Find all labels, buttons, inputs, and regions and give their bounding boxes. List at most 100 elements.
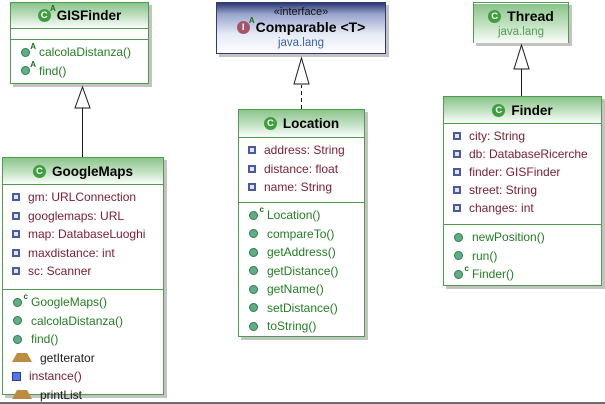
class-icon: C bbox=[488, 9, 502, 23]
property-row[interactable]: getIterator bbox=[3, 349, 163, 368]
method-label: Location() bbox=[267, 208, 321, 223]
methods-compartment: A calcolaDistanza() A find() bbox=[11, 39, 148, 82]
method-icon bbox=[453, 232, 464, 243]
method-row[interactable]: newPosition() bbox=[444, 228, 601, 247]
method-row[interactable]: c Location() bbox=[239, 205, 364, 225]
field-icon bbox=[248, 164, 256, 173]
method-label: Finder() bbox=[472, 267, 515, 282]
method-row[interactable]: c GoogleMaps() bbox=[3, 292, 163, 312]
field-label: sc: Scanner bbox=[28, 264, 92, 279]
field-icon bbox=[12, 211, 20, 220]
extends-arrow-googlemaps-gisfinder[interactable] bbox=[74, 85, 91, 157]
method-label: getAddress() bbox=[267, 245, 336, 260]
method-icon bbox=[248, 265, 259, 276]
field-row[interactable]: name: String bbox=[239, 178, 364, 197]
class-icon: C bbox=[492, 103, 506, 117]
method-label: calcolaDistanza() bbox=[31, 313, 124, 328]
method-icon bbox=[12, 334, 23, 345]
field-label: name: String bbox=[264, 180, 333, 195]
method-label: toString() bbox=[267, 319, 317, 334]
class-box-googlemaps[interactable]: C GoogleMaps gm: URLConnection googlemap… bbox=[2, 157, 164, 402]
class-header[interactable]: C Finder bbox=[444, 97, 601, 123]
property-label: getIterator bbox=[40, 350, 95, 365]
field-row[interactable]: maxdistance: int bbox=[3, 244, 163, 263]
field-row[interactable]: googlemaps: URL bbox=[3, 207, 163, 226]
field-label: street: String bbox=[469, 183, 538, 197]
method-label: setDistance() bbox=[267, 300, 338, 315]
field-icon bbox=[248, 146, 256, 155]
method-label: compareTo() bbox=[267, 226, 335, 241]
implements-arrow-location-comparable[interactable] bbox=[293, 56, 310, 109]
field-row[interactable]: street: String bbox=[444, 181, 601, 199]
fields-compartment: city: String db: DatabaseRicerche finder… bbox=[444, 123, 601, 224]
abstract-method-icon: A bbox=[20, 61, 36, 76]
field-label: distance: float bbox=[264, 161, 339, 176]
field-row[interactable]: sc: Scanner bbox=[3, 262, 163, 281]
property-row[interactable]: printList bbox=[3, 386, 163, 404]
method-label: instance() bbox=[29, 369, 82, 384]
methods-compartment: c Location() compareTo() getAddress() ge… bbox=[239, 202, 364, 338]
package-label: java.lang bbox=[277, 37, 325, 49]
abstract-method-icon: A bbox=[20, 42, 36, 58]
method-row[interactable]: compareTo() bbox=[239, 225, 364, 244]
class-header[interactable]: C Thread java.lang bbox=[474, 4, 568, 43]
method-row[interactable]: getName() bbox=[239, 280, 364, 299]
class-header[interactable]: C GoogleMaps bbox=[3, 158, 163, 184]
class-box-thread[interactable]: C Thread java.lang bbox=[473, 2, 569, 43]
field-icon bbox=[12, 230, 20, 239]
diagram-bottom-edge bbox=[0, 402, 605, 404]
class-icon: C bbox=[263, 117, 277, 130]
extends-arrow-finder-thread[interactable] bbox=[513, 43, 530, 96]
field-label: db: DatabaseRicerche bbox=[469, 147, 588, 161]
method-row[interactable]: c Finder() bbox=[444, 264, 601, 284]
field-icon bbox=[248, 183, 256, 192]
fields-compartment: gm: URLConnection googlemaps: URL map: D… bbox=[3, 184, 163, 289]
class-title: Location bbox=[282, 116, 340, 131]
field-label: changes: int bbox=[469, 201, 534, 215]
field-row[interactable]: distance: float bbox=[239, 160, 364, 179]
class-title: Finder bbox=[511, 102, 553, 118]
field-row[interactable]: changes: int bbox=[444, 199, 601, 217]
field-row[interactable]: map: DatabaseLuoghi bbox=[3, 225, 163, 244]
field-row[interactable]: city: String bbox=[444, 127, 601, 145]
class-header[interactable]: C Location bbox=[239, 110, 364, 137]
field-icon bbox=[453, 204, 461, 212]
method-row[interactable]: calcolaDistanza() bbox=[3, 312, 163, 331]
fields-compartment: address: String distance: float name: St… bbox=[239, 137, 364, 202]
method-row[interactable]: getAddress() bbox=[239, 243, 364, 262]
class-box-location[interactable]: C Location address: String distance: flo… bbox=[238, 109, 365, 337]
property-triangle-icon bbox=[12, 353, 32, 363]
method-label: getDistance() bbox=[267, 263, 339, 278]
field-icon bbox=[453, 132, 461, 140]
method-icon bbox=[12, 315, 23, 326]
methods-compartment: newPosition() run() c Finder() bbox=[444, 224, 601, 286]
method-row[interactable]: find() bbox=[3, 330, 163, 349]
field-row[interactable]: finder: GISFinder bbox=[444, 163, 601, 181]
method-row[interactable]: A calcolaDistanza() bbox=[11, 42, 148, 62]
class-icon: C bbox=[32, 164, 46, 178]
field-label: maxdistance: int bbox=[28, 245, 115, 260]
method-row[interactable]: toString() bbox=[239, 317, 364, 336]
class-title: GoogleMaps bbox=[51, 163, 133, 179]
field-label: city: String bbox=[469, 129, 526, 143]
static-method-icon bbox=[12, 371, 21, 381]
field-row[interactable]: gm: URLConnection bbox=[3, 188, 163, 207]
field-row[interactable]: address: String bbox=[239, 141, 364, 160]
field-row[interactable]: db: DatabaseRicerche bbox=[444, 145, 601, 163]
interface-title: Comparable <T> bbox=[255, 19, 366, 35]
method-row[interactable]: getDistance() bbox=[239, 262, 364, 281]
method-row[interactable]: run() bbox=[444, 247, 601, 266]
method-row[interactable]: A find() bbox=[11, 61, 148, 81]
static-method-row[interactable]: instance() bbox=[3, 367, 163, 386]
method-row[interactable]: setDistance() bbox=[239, 299, 364, 318]
field-label: address: String bbox=[264, 143, 345, 158]
class-box-finder[interactable]: C Finder city: String db: DatabaseRicerc… bbox=[443, 96, 602, 286]
method-label: find() bbox=[31, 332, 59, 347]
